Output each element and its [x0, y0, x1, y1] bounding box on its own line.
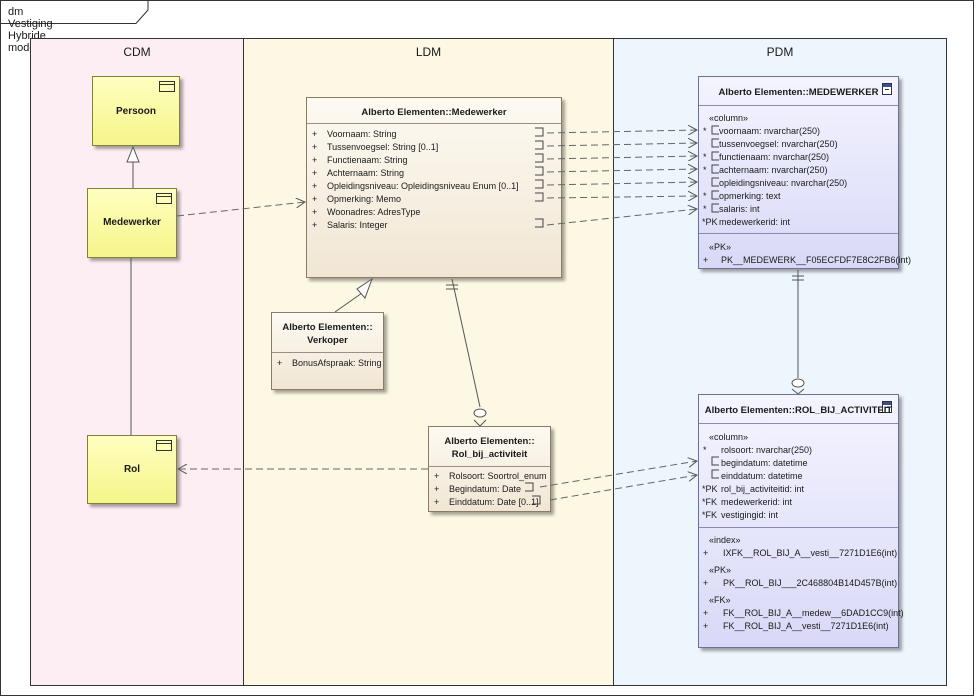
visibility-marker: +	[312, 129, 318, 139]
column-row: medewerkerid: int	[721, 497, 793, 507]
visibility-marker: +	[312, 207, 318, 217]
fk-stereotype: «FK»	[709, 595, 731, 605]
attribute-row: Opmerking: Memo	[327, 194, 402, 204]
column-marker: *	[703, 126, 707, 136]
visibility-marker: +	[703, 608, 709, 618]
attribute-row: Rolsoort: Soortrol_enum	[449, 471, 547, 481]
attribute-row: Functienaam: String	[327, 155, 408, 165]
column-row: medewerkerid: int	[719, 217, 791, 227]
rol-label: Rol	[123, 464, 141, 475]
visibility-marker: +	[703, 255, 709, 265]
column-row: einddatum: datetime	[721, 471, 803, 481]
divider	[429, 466, 550, 467]
pdm-rol-title: Alberto Elementen::ROL_BIJ_ACTIVITEIT	[704, 405, 893, 416]
table-icon	[882, 83, 892, 95]
visibility-marker: +	[277, 358, 283, 368]
attribute-row: Einddatum: Date [0..1]	[449, 497, 539, 507]
column-row: opleidingsniveau: nvarchar(250)	[719, 178, 848, 188]
divider	[699, 233, 898, 234]
ldm-medewerker-title: Alberto Elementen::Medewerker	[361, 107, 507, 118]
attribute-row: Achternaam: String	[327, 168, 405, 178]
column-marker: *	[703, 152, 707, 162]
column-marker: *FK	[702, 497, 718, 507]
column-marker: *PK	[702, 484, 718, 494]
pk-stereotype: «PK»	[709, 242, 732, 252]
operation-row: FK__ROL_BIJ_A__medew__6DAD1CC9(int)	[723, 608, 904, 618]
verkoper-class[interactable]: Alberto Elementen:: Verkoper + BonusAfsp…	[271, 312, 384, 390]
column-row: rol_bij_activiteitid: int	[721, 484, 805, 494]
attribute-row: Begindatum: Date	[449, 484, 522, 494]
ldm-medewerker-class[interactable]: Alberto Elementen::Medewerker + Voornaam…	[306, 97, 562, 278]
operation-row: IXFK__ROL_BIJ_A__vesti__7271D1E6(int)	[723, 548, 898, 558]
column-marker: *	[703, 191, 707, 201]
pdm-medewerker-table[interactable]: Alberto Elementen::MEDEWERKER «column» *…	[698, 76, 911, 269]
visibility-marker: +	[703, 621, 709, 631]
attribute-row: Voornaam: String	[327, 129, 397, 139]
column-row: opmerking: text	[719, 191, 781, 201]
column-marker: *PK	[702, 217, 718, 227]
rol-node[interactable]: Rol	[87, 435, 177, 504]
attribute-row: Opleidingsniveau: Opleidingsniveau Enum …	[327, 181, 519, 191]
attribute-row: Tussenvoegsel: String [0..1]	[327, 142, 439, 152]
persoon-label: Persoon	[115, 106, 156, 117]
visibility-marker: +	[312, 181, 318, 191]
column-row: voornaam: nvarchar(250)	[719, 126, 821, 136]
visibility-marker: +	[703, 578, 709, 588]
visibility-marker: +	[312, 155, 318, 165]
package-icon	[159, 81, 175, 92]
cdm-lane-title: CDM	[123, 45, 151, 59]
column-row: tussenvoegsel: nvarchar(250)	[719, 139, 838, 149]
operation-row: PK__MEDEWERK__F05ECFDF7E8C2FB6(int)	[721, 255, 912, 265]
medewerker-label: Medewerker	[103, 217, 161, 228]
column-row: vestigingid: int	[721, 510, 779, 520]
visibility-marker: +	[434, 484, 440, 494]
visibility-marker: +	[312, 194, 318, 204]
column-stereotype: «column»	[709, 113, 749, 123]
medewerker-node[interactable]: Medewerker	[87, 188, 177, 258]
package-icon	[156, 193, 172, 204]
index-stereotype: «index»	[709, 535, 741, 545]
divider	[699, 105, 898, 106]
column-stereotype: «column»	[709, 432, 749, 442]
attribute-row: Woonadres: AdresType	[327, 207, 421, 217]
table-icon	[882, 401, 892, 413]
column-marker: *	[703, 204, 707, 214]
attribute-row: Salaris: Integer	[327, 220, 388, 230]
visibility-marker: +	[312, 220, 318, 230]
rol-bij-title-line1: Alberto Elementen::	[444, 436, 535, 447]
visibility-marker: +	[434, 471, 440, 481]
pdm-medewerker-title: Alberto Elementen::MEDEWERKER	[718, 87, 879, 98]
column-marker: *	[703, 165, 707, 175]
persoon-node[interactable]: Persoon	[92, 76, 180, 146]
divider	[307, 123, 561, 124]
pdm-lane-title: PDM	[766, 45, 794, 59]
visibility-marker: +	[434, 497, 440, 507]
package-icon	[156, 440, 172, 451]
rol-bij-activiteit-class[interactable]: Alberto Elementen:: Rol_bij_activiteit +…	[428, 426, 551, 512]
column-marker: *	[703, 445, 707, 455]
column-row: functienaam: nvarchar(250)	[719, 152, 830, 162]
divider	[272, 352, 383, 353]
visibility-marker: +	[703, 548, 709, 558]
column-row: rolsoort: nvarchar(250)	[721, 445, 813, 455]
rol-bij-title-line2: Rol_bij_activiteit	[451, 449, 528, 460]
visibility-marker: +	[312, 168, 318, 178]
column-row: salaris: int	[719, 204, 760, 214]
verkoper-title-line2: Verkoper	[307, 335, 348, 346]
column-row: begindatum: datetime	[721, 458, 808, 468]
verkoper-title-line1: Alberto Elementen::	[282, 322, 373, 333]
pk-stereotype: «PK»	[709, 565, 732, 575]
operation-row: PK__ROL_BIJ___2C468804B14D457B(int)	[723, 578, 898, 588]
visibility-marker: +	[312, 142, 318, 152]
column-row: achternaam: nvarchar(250)	[719, 165, 828, 175]
column-marker: *FK	[702, 510, 718, 520]
divider	[699, 527, 898, 528]
ldm-lane-title: LDM	[415, 45, 442, 59]
operation-row: FK__ROL_BIJ_A__vesti__7271D1E6(int)	[723, 621, 889, 631]
pdm-rol-table[interactable]: Alberto Elementen::ROL_BIJ_ACTIVITEIT «c…	[698, 394, 904, 648]
divider	[699, 423, 898, 424]
attribute-row: BonusAfspraak: String	[292, 358, 382, 368]
